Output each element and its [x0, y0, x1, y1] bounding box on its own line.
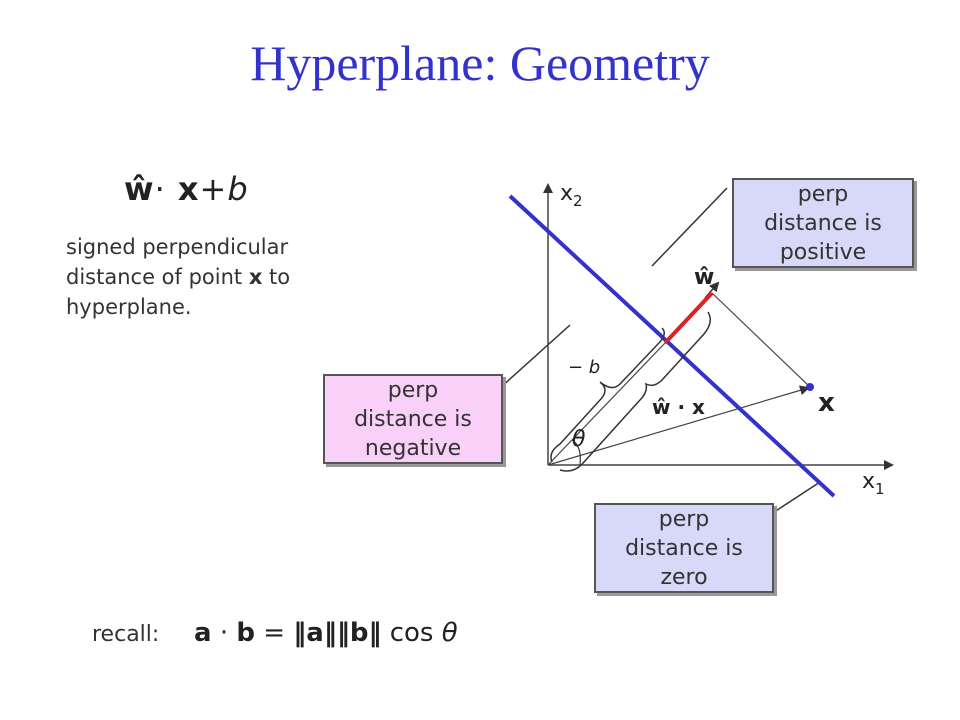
callout-positive: perp distance is positive [732, 178, 914, 268]
recall-cos: cos [389, 618, 434, 648]
dot-operator: · [154, 170, 166, 208]
callout-line: positive [779, 240, 867, 265]
point-x-dot [806, 383, 814, 391]
w-dot-x-brace [559, 311, 711, 472]
x2-axis-label: x2 [560, 181, 583, 210]
distance-formula: ŵ· x+b [124, 170, 249, 208]
w-direction-line [547, 342, 666, 466]
description-line: distance of point x to [66, 262, 386, 292]
minus-b-label: − b [568, 357, 600, 378]
description-point-x: x [248, 265, 263, 289]
recall-formula: a · b = ‖a‖‖b‖ cos θ [194, 618, 458, 648]
theta-arc [571, 439, 581, 466]
description-text: signed perpendicular distance of point x… [66, 232, 386, 322]
description-segment: to [262, 265, 291, 289]
callout-line: perp [797, 182, 849, 207]
callout-negative: perp distance is negative [323, 374, 503, 464]
plus-operator: + [199, 170, 228, 208]
callout-line: negative [364, 436, 462, 461]
callout-line: distance is [354, 407, 472, 432]
recall-theta: θ [441, 618, 458, 648]
hyperplane-line [508, 194, 836, 498]
point-x-label: x [818, 388, 835, 418]
w-dot-x-label: ŵ · x [652, 395, 705, 419]
vector-x [547, 385, 810, 466]
recall-a: a [194, 618, 212, 648]
description-line: hyperplane. [66, 295, 192, 319]
w-hat-symbol: ŵ [124, 170, 155, 208]
minus-b-brace [550, 327, 665, 463]
callout-line: perp [658, 507, 710, 532]
x-symbol: x [177, 170, 200, 208]
recall-norm-a: ‖a‖ [293, 618, 337, 648]
x1-axis-label: x1 [862, 469, 885, 498]
callout-zero: perp distance is zero [594, 503, 774, 593]
callout-line: distance is [764, 211, 882, 236]
recall-equals: = [263, 618, 286, 648]
description-segment: distance of point [66, 265, 249, 289]
slide-title: Hyperplane: Geometry [250, 35, 710, 91]
callout-positive-leader [651, 187, 728, 267]
recall-norm-b: ‖b‖ [336, 618, 382, 648]
callout-line: zero [660, 565, 708, 590]
description-line: signed perpendicular [66, 235, 289, 259]
recall-label: recall: [92, 622, 160, 647]
distance-segment [663, 291, 714, 345]
callout-line: perp [387, 378, 439, 403]
w-hat-label: ŵ [694, 265, 714, 290]
recall-b: b [236, 618, 255, 648]
perpendicular-line [711, 292, 811, 388]
recall-dot: · [219, 618, 229, 648]
callout-line: distance is [625, 536, 743, 561]
theta-label: θ [572, 427, 586, 452]
b-symbol: b [227, 170, 249, 208]
callout-negative-leader [499, 324, 571, 389]
